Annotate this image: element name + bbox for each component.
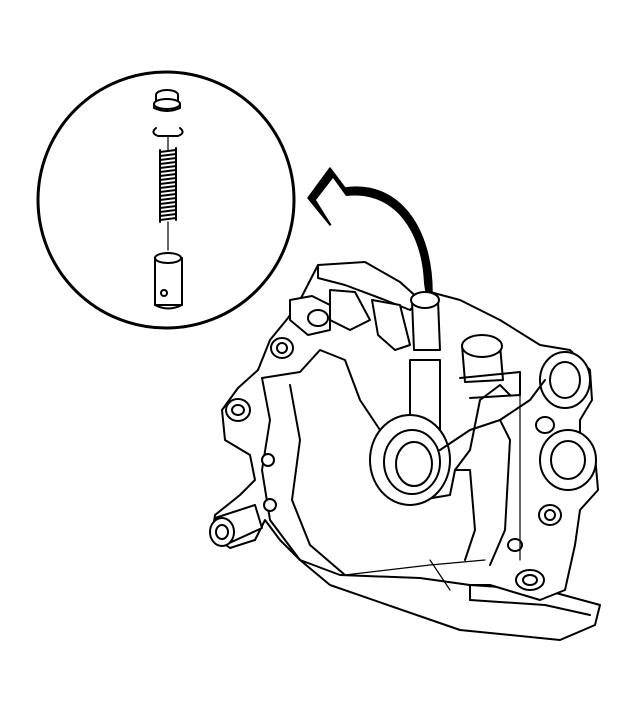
valve-plunger — [154, 252, 183, 310]
valve-spring — [159, 135, 177, 251]
oil-pump-housing — [209, 261, 601, 641]
relief-valve-plug — [153, 89, 181, 112]
removal-direction-arrow — [307, 167, 433, 293]
exploded-relief-valve-detail — [36, 70, 296, 330]
